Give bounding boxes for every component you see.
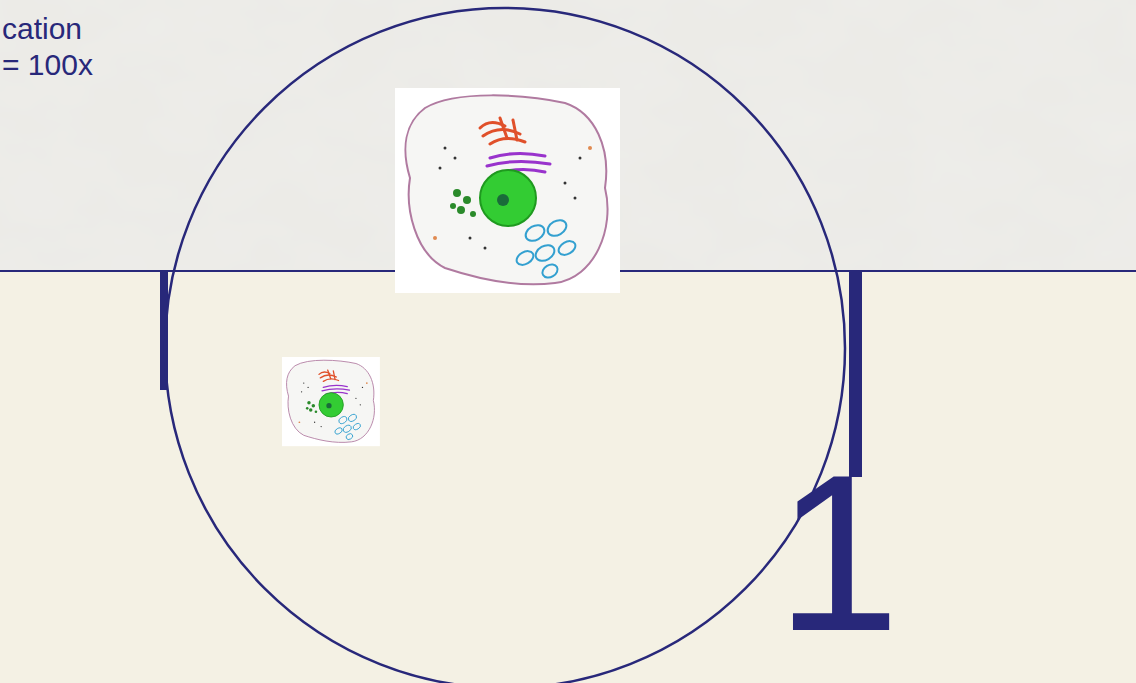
big-numeral: 1 — [776, 441, 900, 664]
cell-large — [395, 88, 620, 293]
caption-fragment: = 100x — [2, 50, 93, 80]
field-of-view — [165, 8, 845, 683]
cell-small — [282, 357, 380, 446]
caption-fragment: cation — [2, 14, 82, 44]
